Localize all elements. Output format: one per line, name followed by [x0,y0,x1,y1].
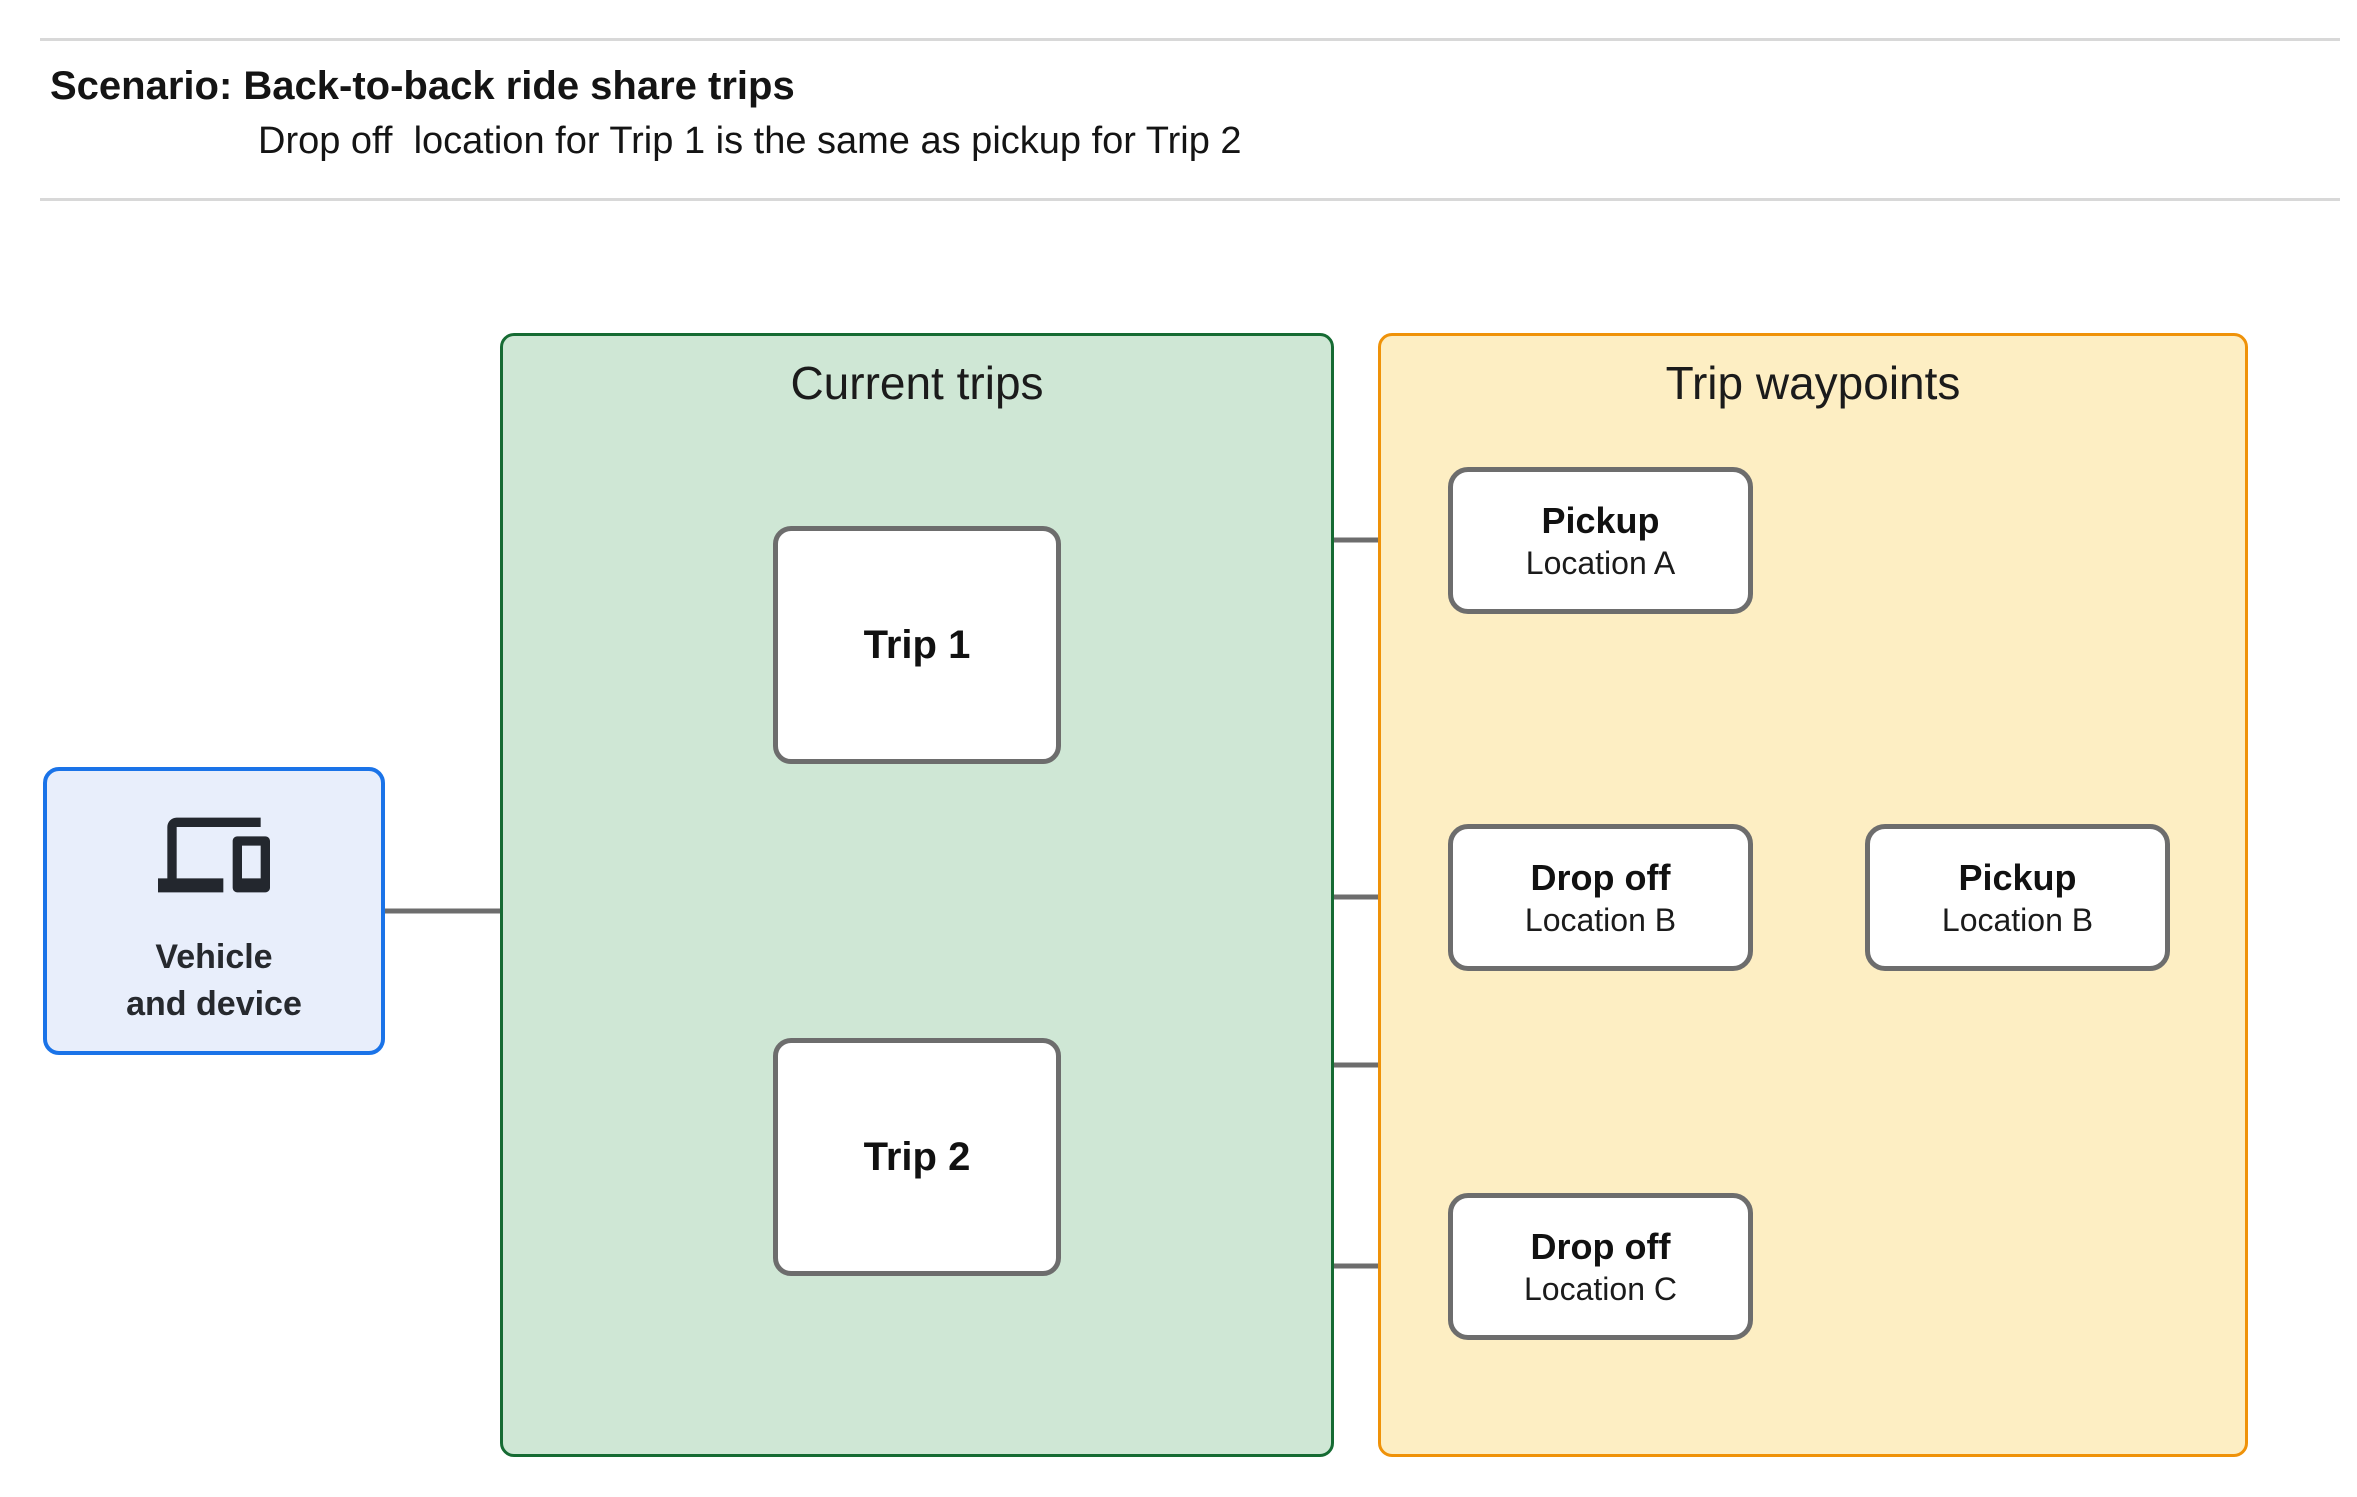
page-subtitle: Drop off location for Trip 1 is the same… [258,120,1242,162]
pickup-location-b-node: Pickup Location B [1865,824,2170,971]
header-divider [40,198,2340,201]
trip-2-label: Trip 2 [863,1134,971,1179]
dropoff-c-subtitle: Location C [1524,1270,1677,1307]
panel-current-trips-title: Current trips [790,357,1044,409]
vehicle-device-label: Vehicle and device [47,934,381,1028]
vehicle-label-line1: Vehicle [155,938,273,976]
vehicle-device-node: Vehicle and device [43,767,385,1055]
trip-1-label: Trip 1 [863,622,971,667]
dropoff-b-title: Drop off [1530,856,1671,898]
pickup-b-title: Pickup [1958,856,2077,898]
pickup-location-a-node: Pickup Location A [1448,467,1753,614]
panel-trip-waypoints-title: Trip waypoints [1665,357,1961,409]
dropoff-location-c-node: Drop off Location C [1448,1193,1753,1340]
dropoff-c-title: Drop off [1530,1225,1671,1267]
page-title: Scenario: Back-to-back ride share trips [50,64,795,108]
dropoff-location-b-node: Drop off Location B [1448,824,1753,971]
pickup-a-title: Pickup [1541,499,1660,541]
pickup-b-subtitle: Location B [1941,901,2094,938]
dropoff-b-subtitle: Location B [1524,901,1677,938]
vehicle-label-line2: and device [126,985,302,1023]
devices-icon [47,799,381,911]
trip-2-node: Trip 2 [773,1038,1061,1276]
trip-1-node: Trip 1 [773,526,1061,764]
panel-current-trips: Current trips [500,333,1334,1457]
top-divider [40,38,2340,41]
pickup-a-subtitle: Location A [1525,544,1676,581]
